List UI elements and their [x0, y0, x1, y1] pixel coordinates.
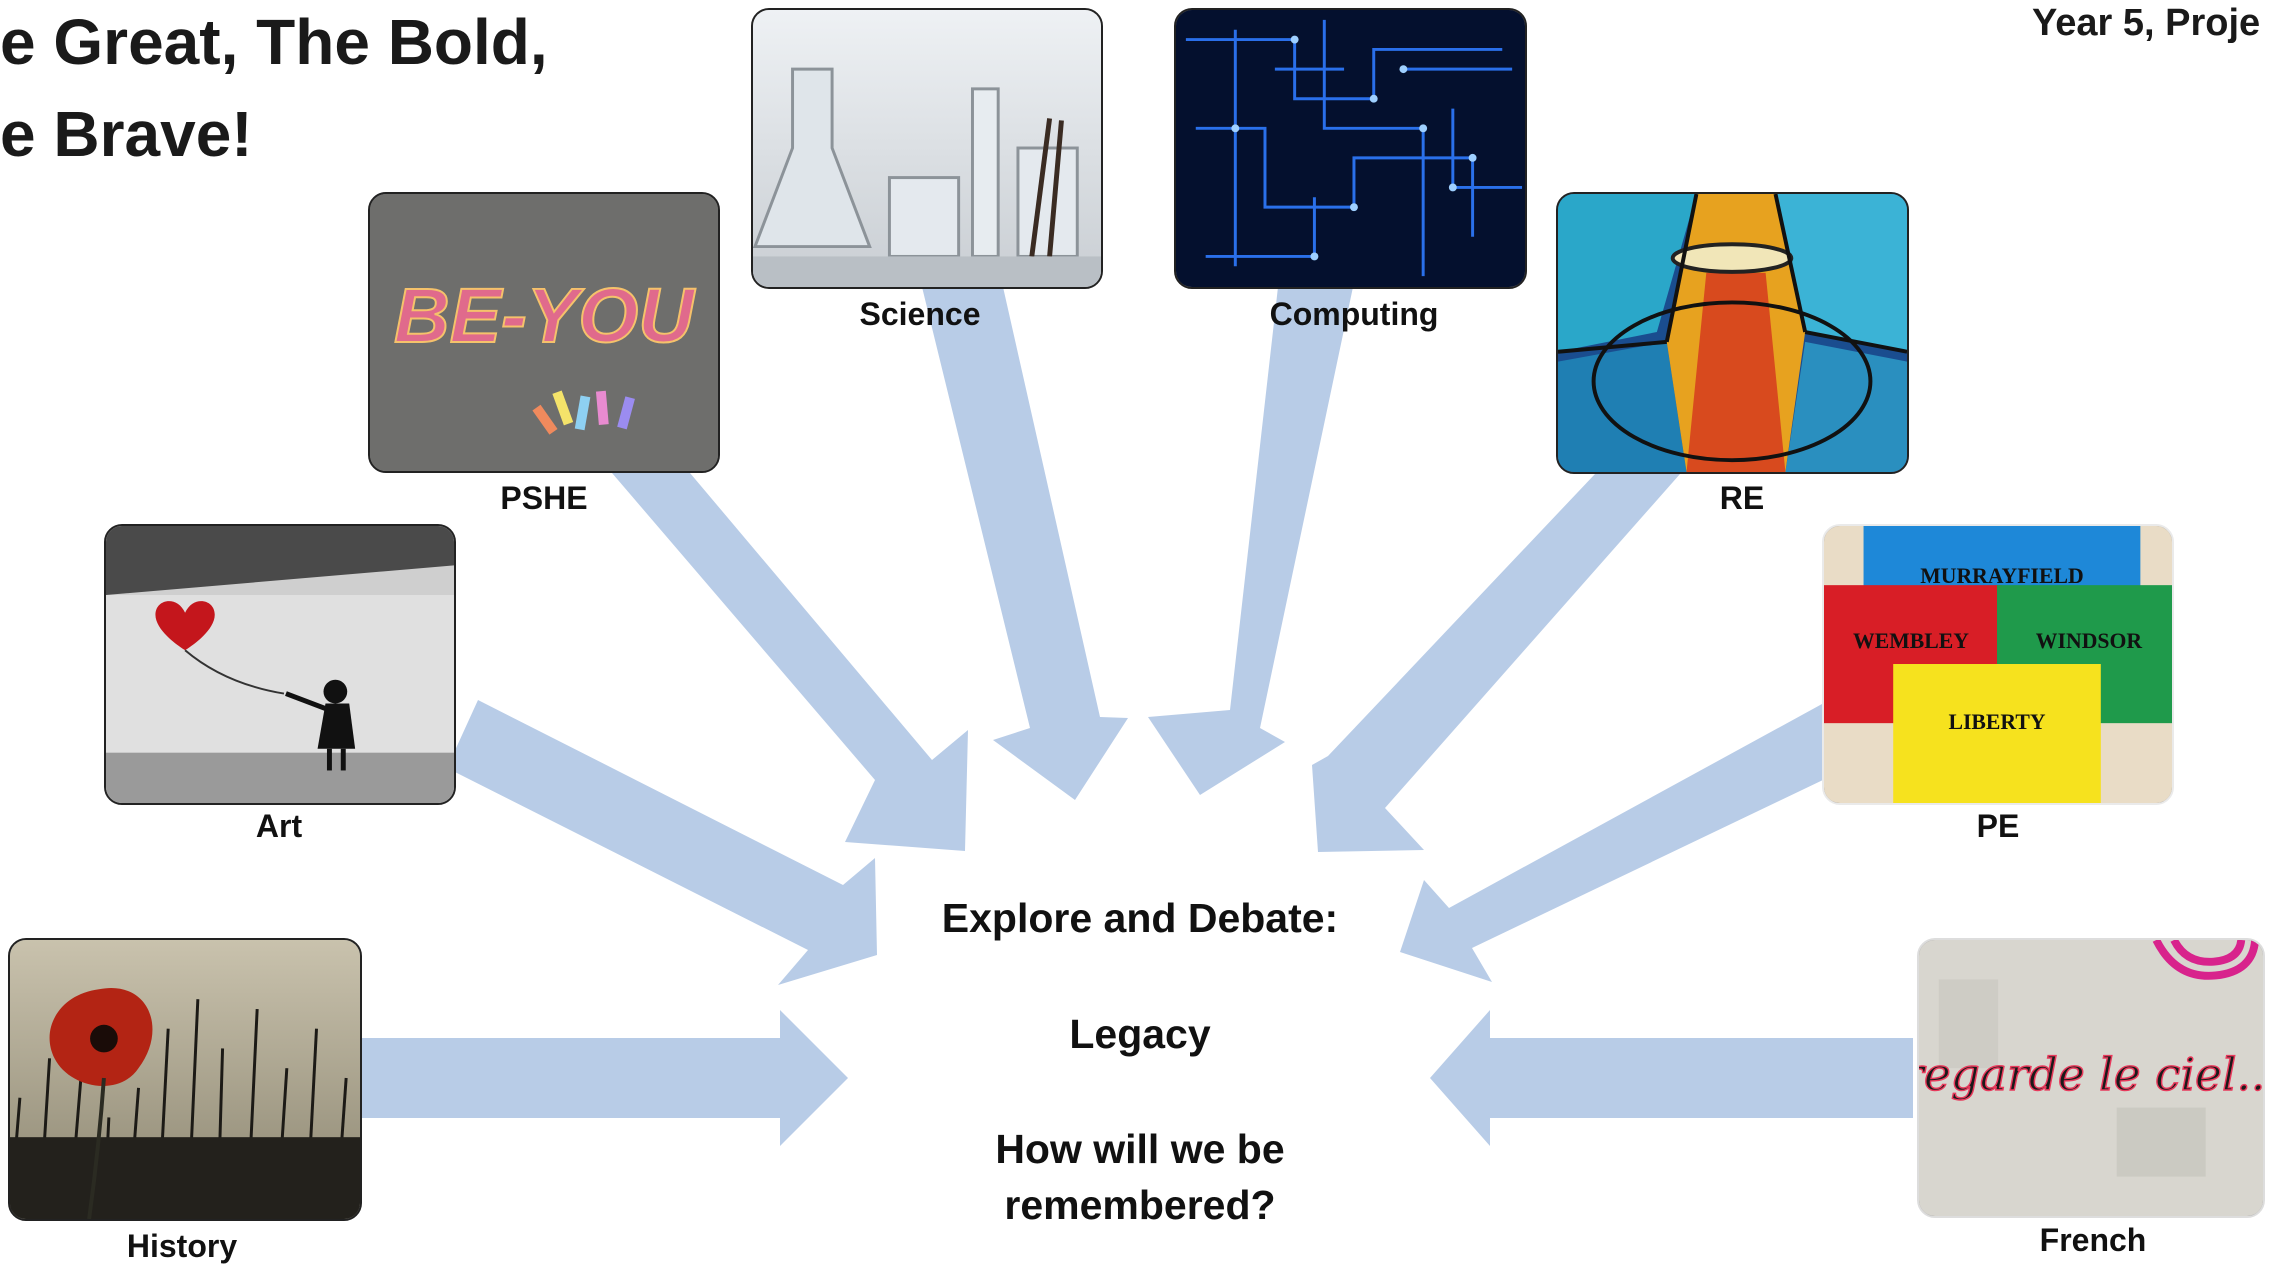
pshe-image: BE-YOU [368, 192, 720, 473]
pe-shirt-murrayfield: MURRAYFIELD [1920, 564, 2083, 588]
center-question-line-2: remembered? [1004, 1182, 1276, 1228]
history-image [8, 938, 362, 1221]
arrow-re [1312, 474, 1680, 852]
french-graffiti-text: regarde le ciel... [1919, 1048, 2263, 1101]
center-theme: Legacy [1069, 1011, 1211, 1057]
arrow-pshe [612, 473, 968, 851]
re-label: RE [1719, 480, 1765, 516]
arrow-french [1430, 1010, 1913, 1146]
art-label: Art [255, 808, 303, 844]
heart-balloon-shape [155, 601, 215, 651]
year-label: Year 5, Proje [2032, 2, 2261, 44]
computing-label: Computing [1269, 296, 1439, 332]
page-title-line-2: e Brave! [0, 98, 253, 170]
flask-shape [753, 67, 872, 249]
page-title-line-1: e Great, The Bold, [0, 6, 548, 78]
cylinder-shape [970, 87, 1000, 258]
french-image: regarde le ciel... [1917, 938, 2265, 1218]
science-label: Science [859, 296, 981, 332]
pe-label: PE [1976, 808, 2020, 844]
center-heading: Explore and Debate: [941, 895, 1339, 941]
science-image [751, 8, 1103, 289]
beaker-shape [887, 176, 961, 258]
pe-shirt-windsor: WINDSOR [2036, 629, 2143, 653]
arrow-science [922, 287, 1128, 800]
art-image [104, 524, 456, 805]
re-image [1556, 192, 1909, 474]
french-label: French [2039, 1222, 2147, 1258]
arrow-computing [1148, 287, 1353, 795]
pe-image: MURRAYFIELD WEMBLEY WINDSOR LIBERTY [1822, 524, 2174, 805]
history-label: History [126, 1228, 238, 1264]
pshe-chalk-text: BE-YOU [394, 273, 696, 359]
center-question-line-1: How will we be [995, 1126, 1285, 1172]
arrow-pe [1400, 704, 1848, 982]
pe-shirt-wembley: WEMBLEY [1853, 629, 1969, 653]
arrow-history [362, 1010, 848, 1146]
pe-shirt-liberty: LIBERTY [1948, 710, 2045, 734]
arrow-art [447, 700, 877, 985]
computing-image [1174, 8, 1527, 289]
pshe-label: PSHE [500, 480, 588, 516]
